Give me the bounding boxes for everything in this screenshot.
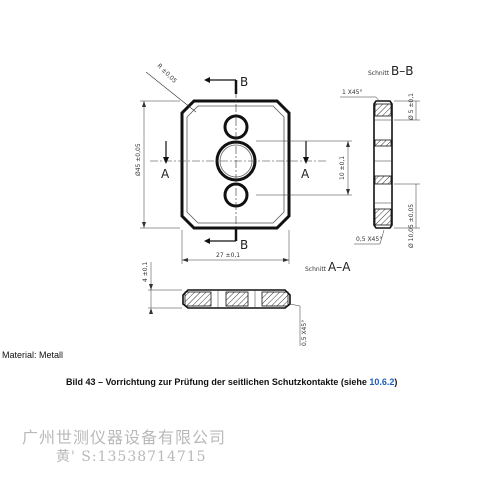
- dim-width: 27 ±0,1: [216, 252, 240, 259]
- material-note: Material: Metall: [2, 350, 64, 360]
- dim-center-distance: 10 ±0,1: [339, 156, 346, 180]
- dim-thickness-right: Ø 10,05 ±0,05: [408, 204, 415, 248]
- dim-thickness-top: Ø 5 ±0,1: [408, 93, 415, 120]
- watermark-phone: 黄' S:13538714715: [56, 449, 207, 465]
- section-aa-word: Schnitt: [305, 266, 327, 273]
- arrow-b-bottom: [204, 238, 210, 244]
- section-mark-a-right: A: [301, 167, 310, 181]
- dim-height: Ø45 ±0,05: [135, 143, 142, 176]
- dim-chamfer-bottom: 0,5 X45°: [356, 236, 382, 243]
- dim-aa-chamfer: 0,5 X45°: [301, 320, 308, 346]
- dim-aa-thickness: 4 ±0,1: [142, 262, 149, 282]
- section-bb-view: Schnitt B–B 1 X45° Ø 5 ±0,1 Ø 10,05 ±0,0…: [340, 64, 420, 248]
- section-mark-b-bottom: B: [240, 238, 248, 252]
- section-aa-title: A–A: [328, 260, 351, 274]
- section-mark-b-top: B: [240, 75, 248, 89]
- arrow-a-left: [163, 157, 169, 164]
- plate-chamfer-line: [186, 105, 285, 224]
- section-bb-outline: [373, 100, 393, 229]
- figure-caption: Bild 43 – Vorrichtung zur Prüfung der se…: [66, 377, 397, 387]
- section-bb-title: B–B: [391, 64, 413, 78]
- section-aa-view: Schnitt A–A 4 ±0,1 0,5 X45°: [142, 260, 351, 346]
- front-view: B B A A R ±0,05 Ø45 ±0,05 10 ±0,1: [135, 62, 352, 264]
- caption-close: ): [394, 377, 398, 387]
- dim-radius: R ±0,05: [156, 62, 178, 84]
- watermark-company: 广州世测仪器设备有限公司: [22, 428, 227, 447]
- caption-reference-link[interactable]: 10.6.2: [369, 377, 395, 387]
- section-bb-word: Schnitt: [368, 70, 390, 77]
- section-mark-a-left: A: [161, 167, 170, 181]
- caption-text: Bild 43 – Vorrichtung zur Prüfung der se…: [66, 377, 370, 387]
- plate-outline: [180, 99, 291, 230]
- arrow-a-right: [303, 157, 309, 164]
- arrow-b-top: [204, 77, 210, 83]
- dim-chamfer-top: 1 X45°: [342, 89, 362, 96]
